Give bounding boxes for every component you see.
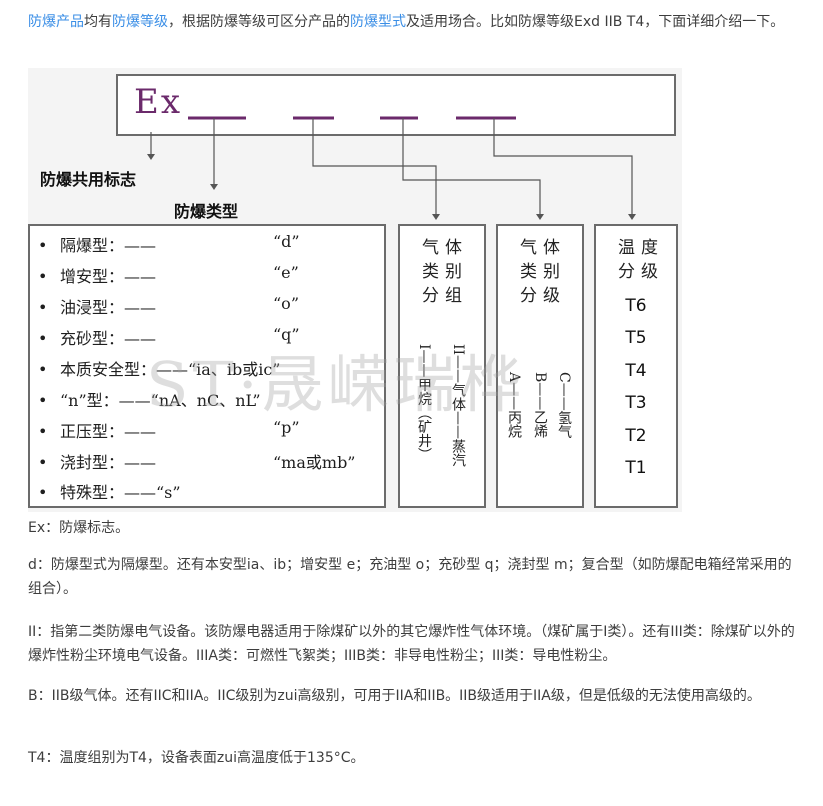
temp-class-item: T6	[625, 296, 647, 316]
gas-class-title: 气体类别分级	[520, 238, 566, 306]
intro-text-1: 均有	[84, 14, 112, 30]
gas-group-box: 气体类别分组 II——气体——蒸汽 I——甲烷（矿井）	[398, 224, 486, 508]
temp-class-item: T3	[625, 393, 647, 413]
intro-text-2: ，根据防爆等级可区分产品的	[168, 14, 350, 30]
type-row: •正压型：——“p”	[38, 418, 300, 441]
type-row: •增安型：——“e”	[38, 263, 299, 286]
gas-group-ii: II——气体——蒸汽	[450, 344, 466, 468]
type-row: •油浸型：——“o”	[38, 294, 299, 317]
paragraph-t4: T4：温度组别为T4，设备表面zui高温度低于135°C。	[28, 750, 365, 766]
line-group	[312, 118, 437, 218]
temp-class-item: T2	[625, 426, 647, 446]
intro-text-3: 及适用场合。比如防爆等级Exd IIB T4，下面详细介绍一下。	[406, 14, 785, 30]
paragraph-ex: Ex：防爆标志。	[28, 520, 130, 536]
gas-class-c: C——氢气	[556, 372, 572, 439]
ex-label: Ex	[134, 82, 182, 122]
type-label: 防爆类型	[174, 202, 239, 221]
paragraph-ii: II：指第二类防爆电气设备。该防爆电器适用于除煤矿以外的其它爆炸性气体环境。（煤…	[28, 624, 795, 664]
link-explosion-proof-grade[interactable]: 防爆等级	[112, 14, 168, 30]
type-row: •隔爆型：——“d”	[38, 232, 300, 255]
common-mark-label: 防爆共用标志	[40, 170, 137, 189]
gas-group-i: I——甲烷（矿井）	[416, 344, 432, 462]
temp-class-item: T4	[625, 361, 647, 381]
arrow-heads	[147, 154, 636, 220]
paragraph-b: B：IIB级气体。还有IIC和IIA。IIC级别为zui高级别，可用于IIA和I…	[28, 688, 761, 704]
temp-class-item: T5	[625, 328, 647, 348]
type-row: •“n”型：——“nA、nC、nL”	[38, 391, 261, 410]
line-temp	[493, 118, 633, 218]
link-explosion-proof-products[interactable]: 防爆产品	[28, 14, 84, 30]
temperature-class-title: 温度分级	[618, 238, 664, 282]
watermark: ST·晟嵘瑞桦	[146, 348, 526, 421]
gas-class-a: A——丙烷	[506, 372, 522, 439]
type-row: •浇封型：——“ma或mb”	[38, 453, 356, 472]
line-class	[402, 118, 541, 218]
paragraph-d: d：防爆型式为隔爆型。还有本安型ia、ib；增安型 e；充油型 o；充砂型 q；…	[28, 557, 792, 597]
gas-class-b: B——乙烯	[532, 372, 548, 439]
explosion-proof-types-box: •隔爆型：——“d” •增安型：——“e” •油浸型：——“o” •充砂型：——…	[28, 224, 386, 508]
type-row: •本质安全型：——“ia、ib或ic”	[38, 360, 281, 379]
link-explosion-proof-type[interactable]: 防爆型式	[350, 14, 406, 30]
gas-class-box: 气体类别分级 C——氢气 B——乙烯 A——丙烷	[496, 224, 584, 508]
temp-class-item: T1	[625, 458, 647, 478]
type-row: •充砂型：——“q”	[38, 325, 300, 348]
connector-lines	[147, 116, 636, 220]
arrow-lines	[150, 118, 633, 218]
gas-group-title: 气体类别分组	[422, 238, 468, 306]
ex-marking-box: Ex	[116, 74, 676, 136]
intro-paragraph: 防爆产品均有防爆等级，根据防爆等级可区分产品的防爆型式及适用场合。比如防爆等级E…	[28, 10, 800, 34]
temperature-class-box: 温度分级 T6 T5 T4 T3 T2 T1	[594, 224, 678, 508]
explosion-proof-marking-diagram: Ex 防爆共用标志 防爆类型 •隔爆型：——“d” •增安型：——“e”	[28, 68, 682, 512]
type-row: •特殊型：——“s”	[38, 483, 181, 502]
